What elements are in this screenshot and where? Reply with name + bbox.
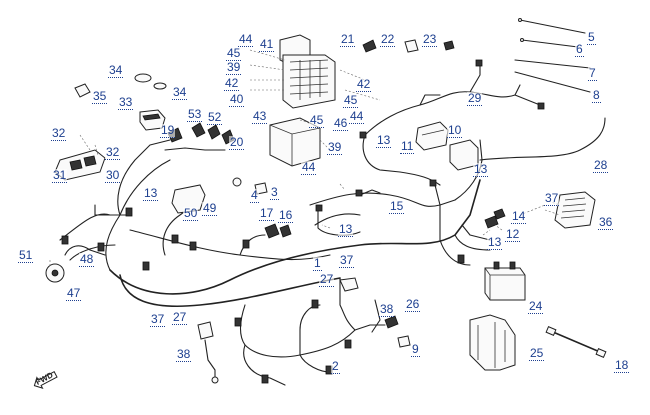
callout-19[interactable]: 19 [160, 123, 176, 138]
callout-13-right[interactable]: 13 [473, 162, 489, 177]
battery-24 [484, 261, 526, 301]
callout-38-right[interactable]: 38 [379, 302, 395, 317]
callout-52[interactable]: 52 [207, 110, 223, 125]
callout-46[interactable]: 46 [333, 116, 349, 131]
callout-45-right[interactable]: 45 [343, 93, 359, 108]
callout-49[interactable]: 49 [202, 201, 218, 216]
callout-10[interactable]: 10 [447, 123, 463, 138]
callout-5[interactable]: 5 [587, 30, 596, 45]
callout-32-top[interactable]: 32 [51, 126, 67, 141]
callout-4[interactable]: 4 [250, 188, 259, 203]
callout-35[interactable]: 35 [92, 89, 108, 104]
callout-44-mid[interactable]: 44 [349, 109, 365, 124]
callout-39-mid[interactable]: 39 [327, 140, 343, 155]
callout-30[interactable]: 30 [105, 168, 121, 183]
callout-33[interactable]: 33 [118, 95, 134, 110]
callout-24[interactable]: 24 [528, 299, 544, 314]
callout-6[interactable]: 6 [575, 42, 584, 57]
callout-32-right[interactable]: 32 [105, 145, 121, 160]
callout-48[interactable]: 48 [79, 252, 95, 267]
callout-14[interactable]: 14 [511, 209, 527, 224]
callout-23[interactable]: 23 [422, 32, 438, 47]
callout-42-right[interactable]: 42 [356, 77, 372, 92]
callout-20[interactable]: 20 [229, 135, 245, 150]
callout-37-mid[interactable]: 37 [339, 253, 355, 268]
callout-3[interactable]: 3 [270, 185, 279, 200]
callout-31[interactable]: 31 [52, 168, 68, 183]
callout-51[interactable]: 51 [18, 248, 34, 263]
fuse-box-41 [279, 34, 336, 109]
callout-37-left[interactable]: 37 [150, 312, 166, 327]
lower-harness-2 [239, 304, 356, 358]
callout-40[interactable]: 40 [229, 92, 245, 107]
upper-right-harness [364, 91, 541, 136]
callout-13-low[interactable]: 13 [487, 235, 503, 250]
callout-42-left[interactable]: 42 [224, 76, 240, 91]
callout-29[interactable]: 29 [467, 91, 483, 106]
ecu-bracket-36 [554, 191, 596, 229]
main-harness-trunk [109, 179, 481, 295]
callout-27-left[interactable]: 27 [172, 310, 188, 325]
callout-27-mid[interactable]: 27 [319, 272, 335, 287]
callout-50[interactable]: 50 [183, 206, 199, 221]
callout-12[interactable]: 12 [505, 227, 521, 242]
callout-13-left[interactable]: 13 [143, 186, 159, 201]
callout-41[interactable]: 41 [259, 37, 275, 52]
callout-18[interactable]: 18 [614, 358, 630, 373]
callout-44-low[interactable]: 44 [301, 160, 317, 175]
callout-36[interactable]: 36 [598, 215, 614, 230]
control-unit-10 [415, 121, 449, 151]
callout-13-mid[interactable]: 13 [338, 222, 354, 237]
mid-harness [309, 192, 456, 207]
callout-34-right[interactable]: 34 [172, 85, 188, 100]
fuse-cover-43 [269, 117, 321, 167]
callout-16[interactable]: 16 [278, 208, 294, 223]
callout-1[interactable]: 1 [313, 256, 322, 271]
callout-13-top[interactable]: 13 [376, 133, 392, 148]
callout-37-right[interactable]: 37 [544, 191, 560, 206]
callout-53[interactable]: 53 [187, 107, 203, 122]
callout-47[interactable]: 47 [66, 286, 82, 301]
callout-21[interactable]: 21 [340, 32, 356, 47]
callout-9[interactable]: 9 [411, 342, 420, 357]
forward-direction-arrow-icon: FWD [30, 367, 60, 393]
callout-28[interactable]: 28 [593, 158, 609, 173]
callout-26[interactable]: 26 [405, 297, 421, 312]
battery-bracket-25 [469, 314, 516, 371]
callout-2[interactable]: 2 [331, 359, 340, 374]
callout-25[interactable]: 25 [529, 346, 545, 361]
callout-38-left[interactable]: 38 [176, 347, 192, 362]
callout-45-mid[interactable]: 45 [309, 113, 325, 128]
callout-44-top[interactable]: 44 [238, 32, 254, 47]
callout-39-top[interactable]: 39 [226, 60, 242, 75]
callout-45-left[interactable]: 45 [226, 46, 242, 61]
callout-22[interactable]: 22 [380, 32, 396, 47]
callout-7[interactable]: 7 [588, 66, 597, 81]
callout-11[interactable]: 11 [400, 139, 415, 154]
callout-43[interactable]: 43 [252, 109, 268, 124]
callout-15[interactable]: 15 [389, 199, 405, 214]
callout-34-left[interactable]: 34 [108, 63, 124, 78]
main-harness-lower-loop [119, 274, 341, 308]
callout-8[interactable]: 8 [592, 88, 601, 103]
harness-28 [479, 117, 606, 161]
callout-17[interactable]: 17 [259, 206, 275, 221]
